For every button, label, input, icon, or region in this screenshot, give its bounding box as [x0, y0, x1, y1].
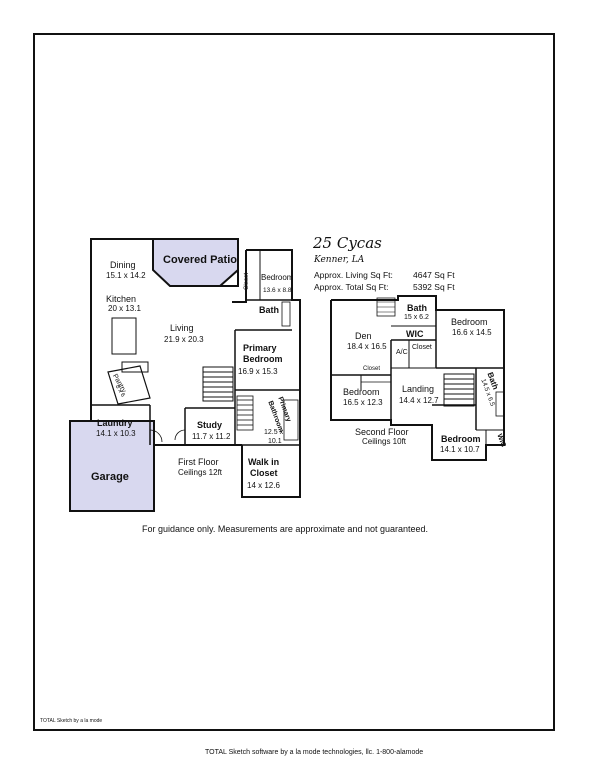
closet-left-label: Closet	[363, 366, 381, 372]
dining-label: Dining	[110, 260, 136, 270]
bedroom-w-dims: 16.5 x 12.3	[343, 398, 383, 407]
bath-label: Bath	[259, 305, 279, 315]
first-floor-stairs	[202, 366, 234, 402]
ac-label: A/C	[396, 349, 408, 356]
total-sqft-value: 5392 Sq Ft	[413, 282, 455, 292]
bath-top-label: Bath	[407, 303, 427, 313]
first-floor-caption: First Floor	[178, 457, 219, 467]
kitchen-dims: 20 x 13.1	[108, 304, 141, 313]
second-floor-ceilings: Ceilings 10ft	[362, 437, 407, 446]
study-label: Study	[197, 420, 223, 430]
landing-dims: 14.4 x 12.7	[399, 396, 439, 405]
kitchen-label: Kitchen	[106, 294, 137, 304]
laundry-label: Laundry	[97, 418, 133, 428]
disclaimer-text: For guidance only. Measurements are appr…	[142, 524, 429, 534]
bath-top-dims: 15 x 6.2	[404, 314, 429, 321]
garage-area	[69, 420, 155, 512]
property-title: 25 Cycas	[313, 234, 382, 252]
bedroom-ne-label: Bedroom	[451, 317, 488, 327]
primary-bedroom-label-2: Bedroom	[243, 354, 283, 364]
bedroom-dims: 13.6 x 8.8	[263, 287, 292, 294]
laundry-dims: 14.1 x 10.3	[96, 429, 136, 438]
bedroom-label: Bedroom	[261, 273, 294, 282]
landing-label: Landing	[402, 384, 435, 394]
property-location: Kenner, LA	[314, 255, 365, 265]
pantry-outline	[107, 365, 151, 405]
den-label: Den	[355, 331, 372, 341]
covered-patio-label: Covered Patio	[163, 254, 237, 266]
living-sqft-value: 4647 Sq Ft	[413, 270, 455, 280]
bedroom-s-dims: 14.1 x 10.7	[440, 445, 480, 454]
bedroom-w-label: Bedroom	[343, 387, 380, 397]
dining-dims: 15.1 x 14.2	[106, 271, 146, 280]
sketch-brand-small: TOTAL Sketch by a la mode	[40, 718, 103, 724]
shower-hatch	[236, 395, 254, 431]
primary-bathroom-dims-1: 12.5 x	[264, 429, 284, 436]
primary-bathroom-dims-2: 10.1	[268, 438, 282, 445]
garage-label: Garage	[91, 471, 129, 483]
den-dims: 18.4 x 16.5	[347, 342, 387, 351]
study-dims: 11.7 x 11.2	[192, 432, 231, 441]
second-floor-caption: Second Floor	[355, 427, 409, 437]
living-sqft-label: Approx. Living Sq Ft:	[314, 270, 393, 280]
first-floor-plan	[69, 238, 301, 512]
footer-text: TOTAL Sketch software by a la mode techn…	[205, 749, 424, 756]
walk-in-closet-label-2: Closet	[250, 468, 278, 478]
total-sqft-label: Approx. Total Sq Ft:	[314, 282, 389, 292]
page-frame	[33, 33, 555, 731]
walk-in-closet-dims: 14 x 12.6	[247, 481, 280, 490]
kitchen-island	[111, 317, 137, 355]
bedroom-ne-dims: 16.6 x 14.5	[452, 328, 492, 337]
first-floor-outline	[90, 238, 153, 421]
closet-mid-label: Closet	[412, 344, 432, 351]
first-floor-ceilings: Ceilings 12ft	[178, 468, 223, 477]
living-dims: 21.9 x 20.3	[164, 335, 204, 344]
second-floor-plan	[330, 295, 505, 461]
living-label: Living	[170, 323, 194, 333]
primary-bedroom-dims: 16.9 x 15.3	[238, 367, 278, 376]
walk-in-closet-label-1: Walk in	[248, 457, 280, 467]
second-floor-stairs	[443, 373, 475, 407]
wic-label: WIC	[406, 329, 424, 339]
bedroom-s-label: Bedroom	[441, 434, 481, 444]
primary-bedroom-label-1: Primary	[243, 343, 277, 353]
closet-label: Closet	[244, 272, 250, 290]
